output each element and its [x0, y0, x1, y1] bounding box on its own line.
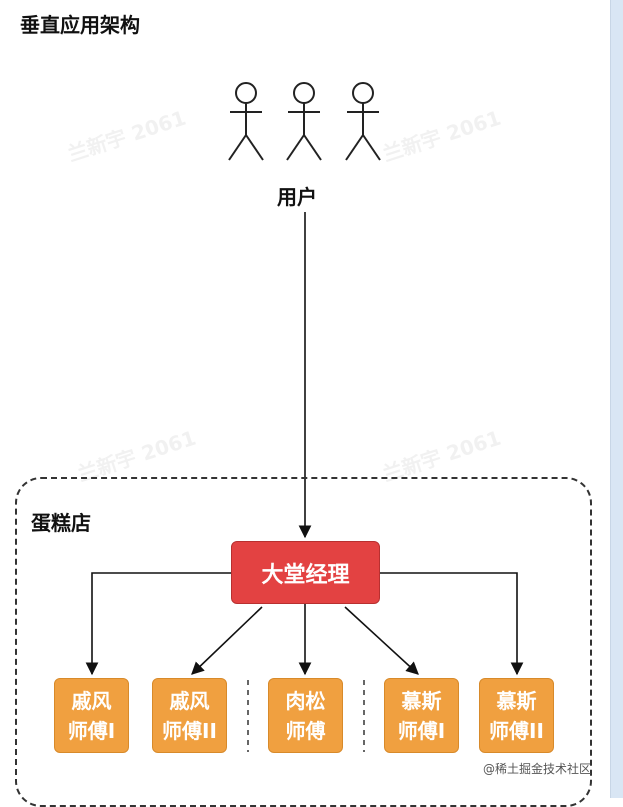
window-edge-strip: [610, 0, 623, 798]
chef-line1: 戚风: [169, 688, 210, 713]
lobby-manager-node: 大堂经理: [231, 541, 380, 604]
cake-shop-container: [15, 477, 592, 807]
chef-line1: 肉松: [285, 688, 326, 713]
arrow-manager-to-chef-2: [191, 606, 263, 675]
chef-node: 慕斯 师傅I: [384, 678, 459, 753]
chef-line2: 师傅I: [397, 718, 446, 743]
cake-shop-label: 蛋糕店: [31, 511, 91, 535]
user-figure-icon: [286, 82, 322, 161]
arrow-manager-to-chef-5: [380, 572, 524, 676]
arrow-manager-to-chef-1: [85, 572, 231, 676]
chef-line1: 戚风: [71, 688, 112, 713]
user-figure-icon: [345, 82, 381, 161]
chef-node: 戚风 师傅I: [54, 678, 129, 753]
chef-line2: 师傅II: [162, 718, 217, 743]
arrow-manager-to-chef-4: [344, 606, 419, 675]
chef-line1: 慕斯: [401, 688, 442, 713]
chef-node: 慕斯 师傅II: [479, 678, 554, 753]
users-label: 用户: [277, 185, 317, 209]
user-figure-icon: [228, 82, 264, 161]
source-credit: @稀土掘金技术社区: [483, 762, 592, 776]
chef-line2: 师傅: [285, 718, 326, 743]
chef-line2: 师傅I: [67, 718, 116, 743]
chef-line1: 慕斯: [496, 688, 537, 713]
chef-line2: 师傅II: [489, 718, 544, 743]
chef-node: 戚风 师傅II: [152, 678, 227, 753]
diagram-title: 垂直应用架构: [20, 13, 140, 37]
chef-node: 肉松 师傅: [268, 678, 343, 753]
